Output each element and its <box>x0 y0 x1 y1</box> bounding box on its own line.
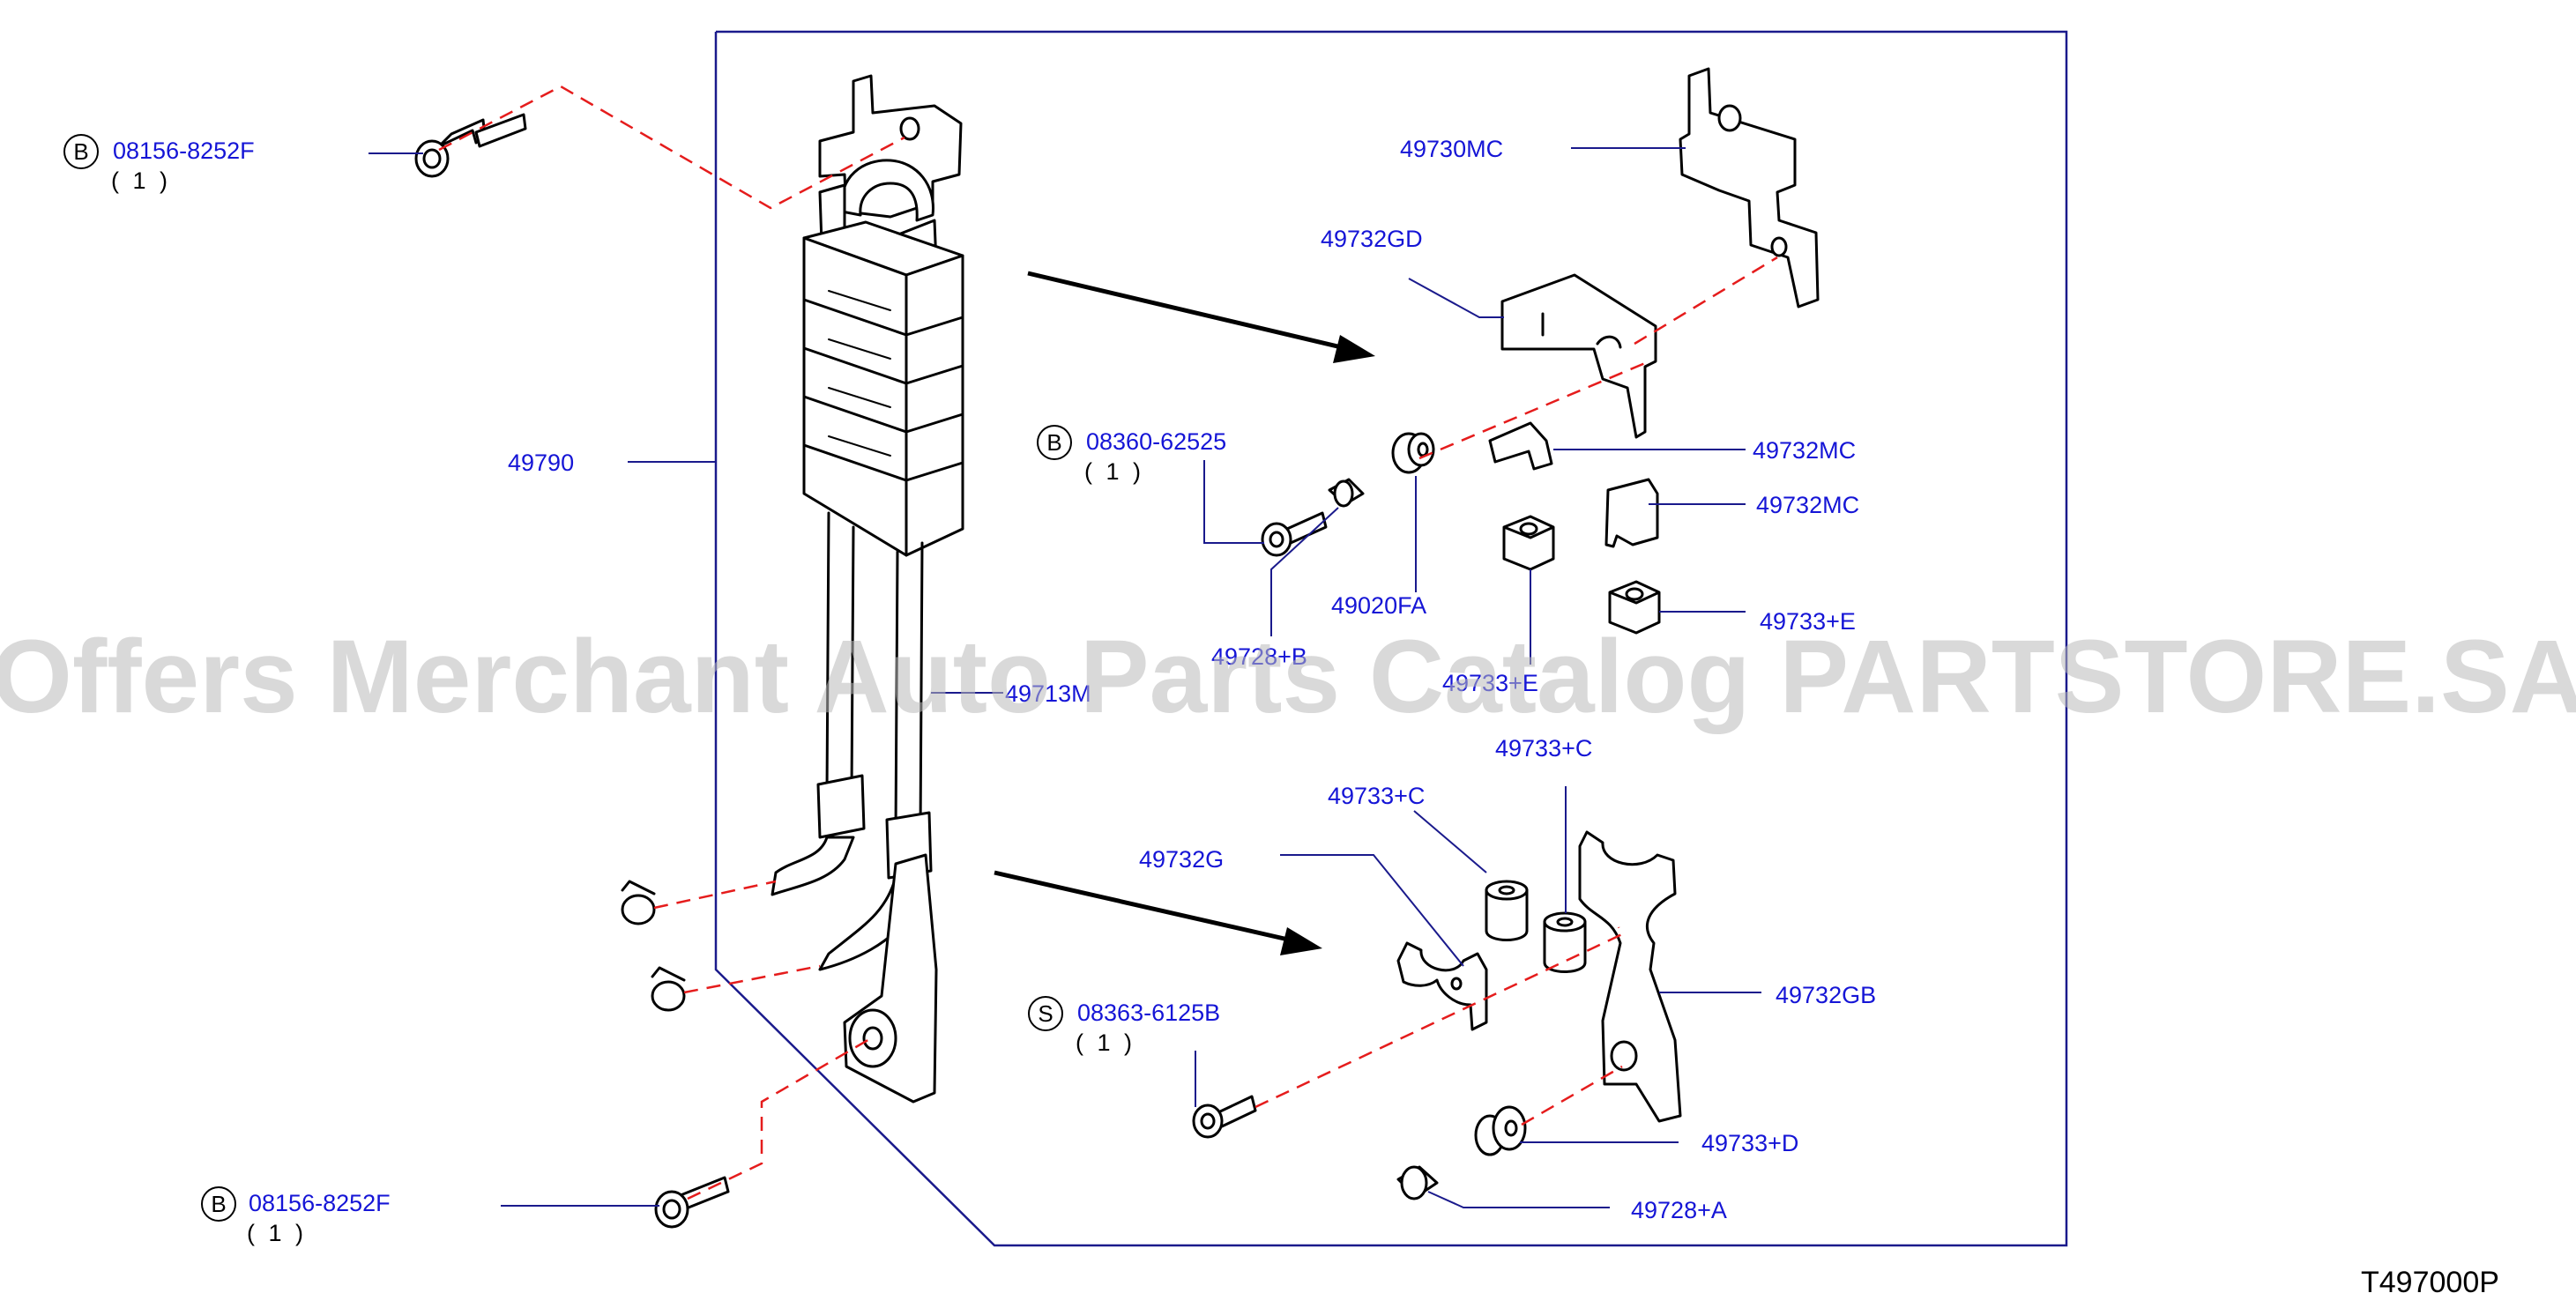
bracket-49730mc-hole2 <box>1770 236 1788 257</box>
label-grommet-fa: 49020FA <box>1331 592 1426 619</box>
insulator-49733e-2 <box>1608 580 1661 635</box>
label-cooler-assy: 49790 <box>508 450 574 476</box>
marker-b-letter: B <box>1046 429 1061 456</box>
bracket-49730mc <box>1679 67 1820 308</box>
bolt-08360-62525 <box>1261 511 1328 557</box>
label-bolt-bottom-left: 08156-8252F <box>249 1190 391 1216</box>
label-bolt-mid-qty: ( 1 ) <box>1084 458 1144 485</box>
label-bracket-gb: 49732GB <box>1776 982 1876 1008</box>
label-clip-mc-1: 49732MC <box>1753 437 1856 464</box>
label-screw-lower: 08363-6125B <box>1077 1000 1220 1026</box>
watermark: Offers Merchant Auto Parts Catalog PARTS… <box>0 619 2576 735</box>
label-bracket-gd: 49732GD <box>1321 226 1423 252</box>
bolt-top-left <box>414 113 527 178</box>
insulator-49733c-1 <box>1485 880 1529 941</box>
marker-b-letter: B <box>211 1191 226 1217</box>
label-bolt-top-left: 08156-8252F <box>113 137 255 164</box>
diagram-reference-code: T497000P <box>2361 1266 2499 1299</box>
assembly-dashed-lines <box>438 85 1778 1200</box>
label-clip-mc-2: 49732MC <box>1756 492 1859 518</box>
bracket-49732g <box>1396 941 1488 1031</box>
insulator-49733c-2 <box>1543 911 1587 973</box>
label-insulator-e2: 49733+E <box>1760 608 1856 635</box>
label-tube-m: 49713M <box>1005 680 1091 707</box>
label-bolt-mid: 08360-62525 <box>1086 428 1226 455</box>
label-collar-a: 49728+A <box>1631 1197 1727 1223</box>
bracket-49732gb-hole <box>1610 1040 1638 1072</box>
label-insulator-c1: 49733+C <box>1328 783 1425 809</box>
direction-arrow-lower <box>994 870 1322 955</box>
label-bolt-bottom-left-qty: ( 1 ) <box>247 1220 307 1246</box>
hose-clip-lower <box>651 966 686 1012</box>
insulator-49733e-1 <box>1502 515 1555 571</box>
marker-s-lower: S <box>1028 996 1063 1031</box>
marker-b-mid: B <box>1037 425 1072 460</box>
leader-lines <box>369 147 1761 1208</box>
clip-49732mc-2 <box>1604 478 1659 548</box>
label-insulator-e1: 49733+E <box>1442 670 1538 696</box>
label-bracket-top: 49730MC <box>1400 136 1503 162</box>
bracket-49730mc-hole <box>1717 104 1742 132</box>
marker-b-letter: B <box>73 138 88 165</box>
assembly-frame <box>714 30 2068 1247</box>
marker-b-bottom-left: B <box>201 1186 236 1222</box>
oil-cooler-assembly <box>771 74 964 1104</box>
label-screw-lower-qty: ( 1 ) <box>1076 1029 1135 1056</box>
hose-clip-upper <box>621 880 656 925</box>
bolt-bottom-left <box>654 1176 730 1229</box>
clip-49732mc-1 <box>1488 421 1553 471</box>
label-collar-b: 49728+B <box>1211 643 1307 670</box>
label-insulator-d: 49733+D <box>1701 1130 1798 1156</box>
bracket-49732gd <box>1500 273 1657 439</box>
collar-49728a <box>1396 1165 1439 1200</box>
marker-b-top-left: B <box>63 134 99 169</box>
bracket-49732gb <box>1578 830 1682 1123</box>
label-bolt-top-left-qty: ( 1 ) <box>111 167 171 194</box>
label-insulator-c2: 49733+C <box>1495 735 1592 762</box>
label-bracket-g: 49732G <box>1139 846 1224 873</box>
screw-08363-6125b <box>1192 1095 1257 1139</box>
collar-49728b <box>1328 478 1365 508</box>
bracket-49732g-hole <box>1450 977 1463 991</box>
marker-s-letter: S <box>1038 1000 1053 1027</box>
bracket-49732gd-notch <box>1596 335 1622 349</box>
grommet-49020fa <box>1391 432 1435 474</box>
direction-arrow-upper <box>1027 271 1375 363</box>
insulator-49733d <box>1474 1105 1527 1156</box>
